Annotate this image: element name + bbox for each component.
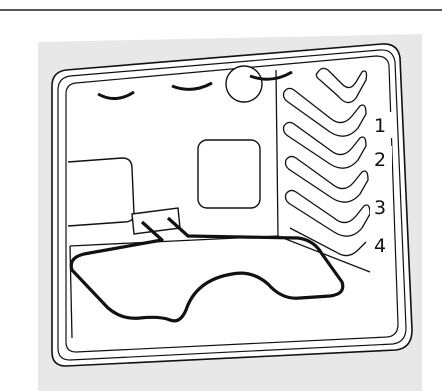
rack-label-1: 1: [374, 115, 386, 137]
oven-light: [226, 66, 262, 102]
rack-label-2: 2: [374, 149, 386, 171]
rack-label-4: 4: [374, 235, 386, 257]
rack-label-3: 3: [374, 197, 386, 219]
